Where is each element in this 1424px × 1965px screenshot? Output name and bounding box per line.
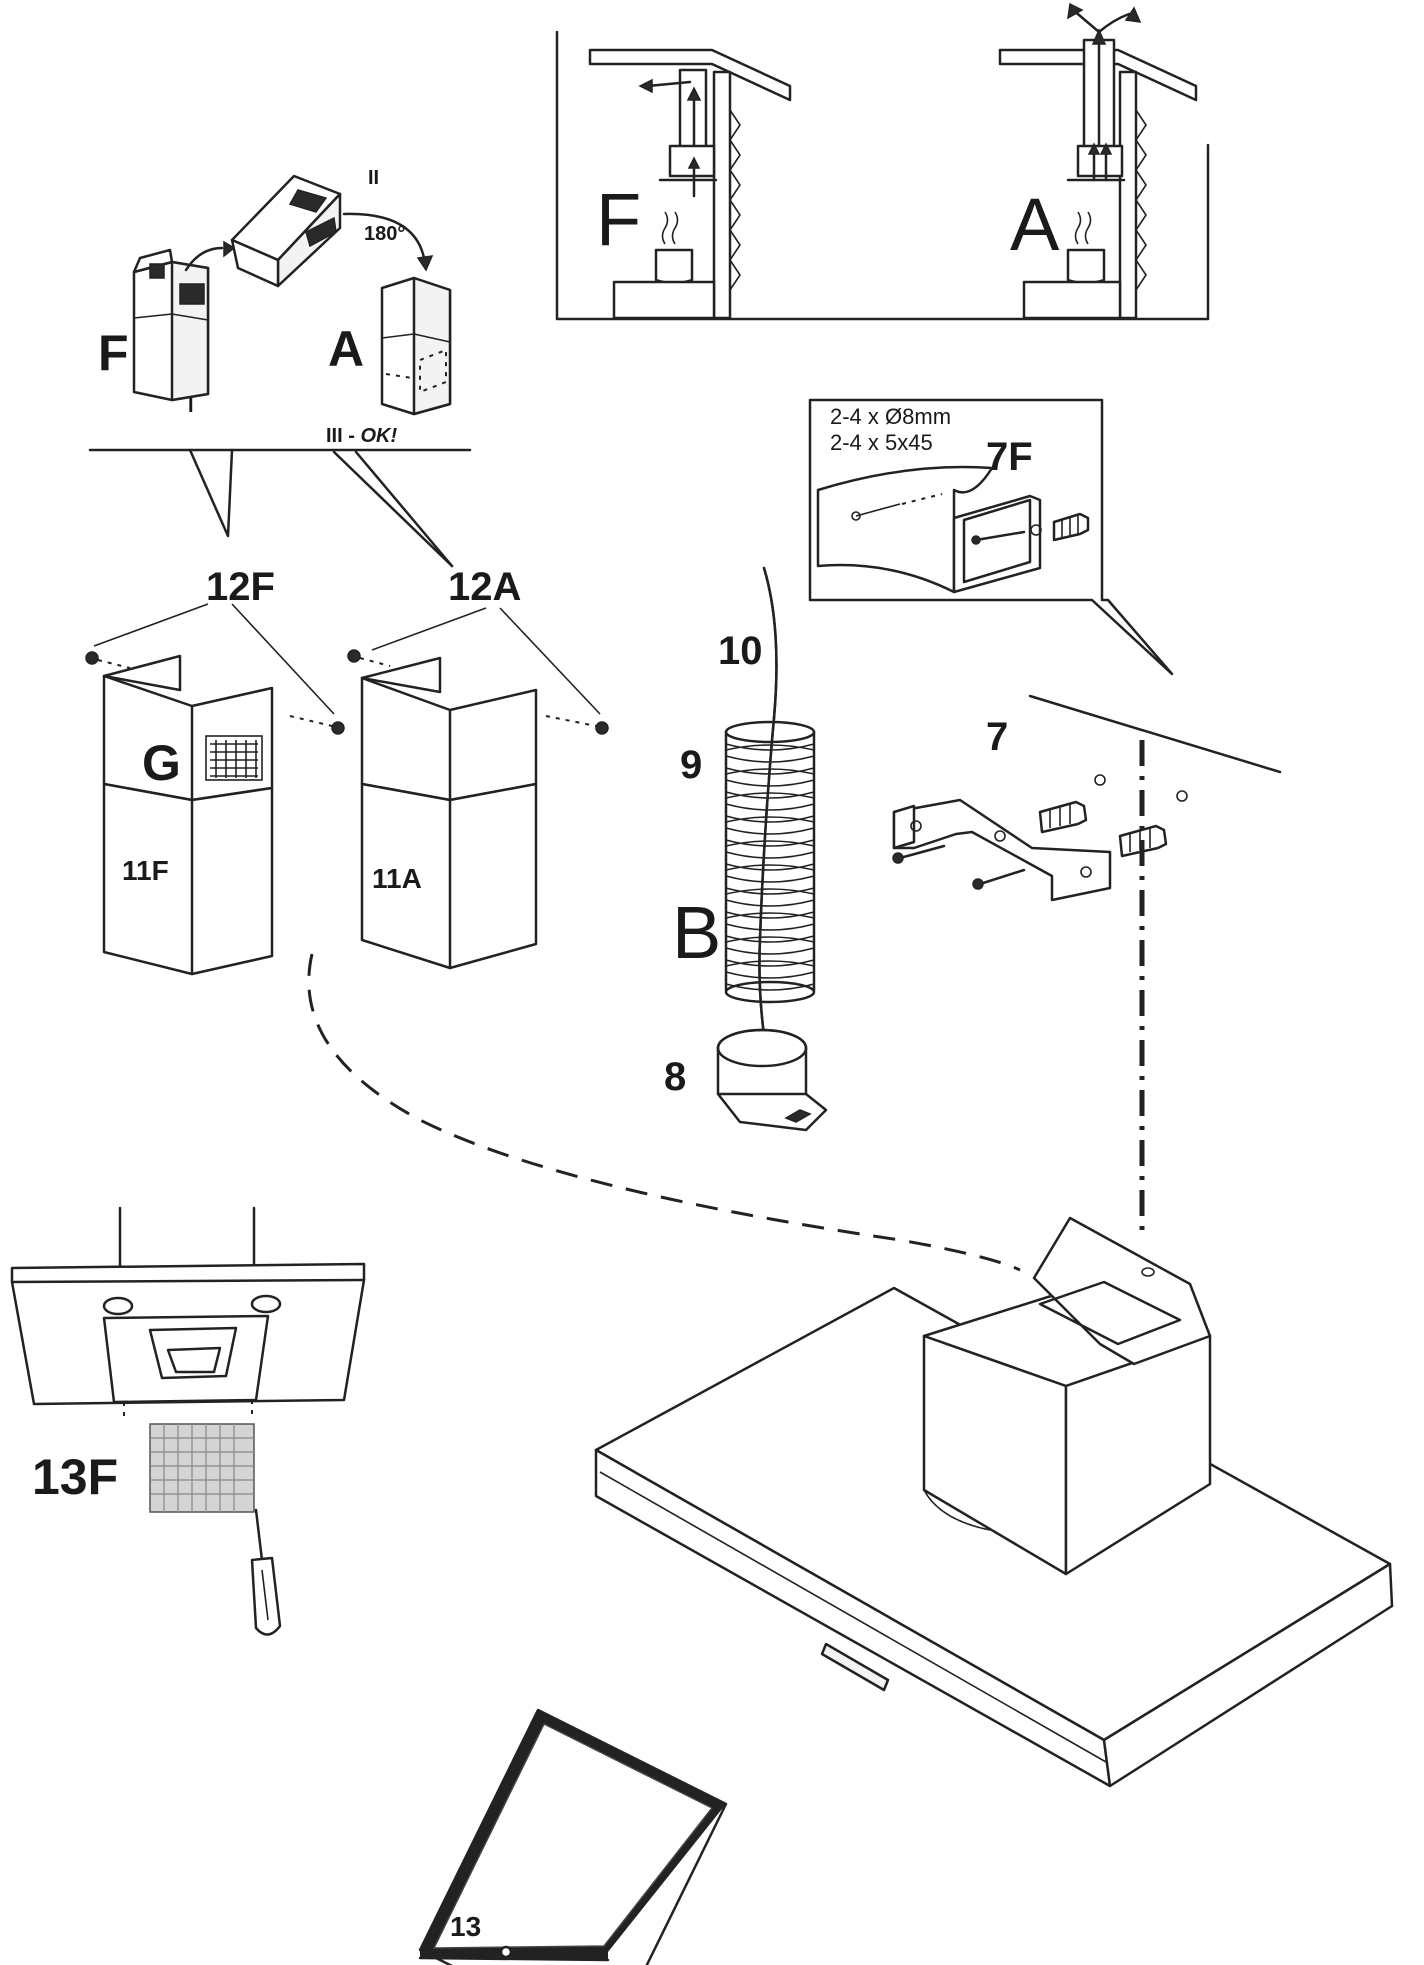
callout-line-2: 2-4 x 5x45 — [830, 430, 933, 455]
rotation-label: 180° — [364, 223, 405, 245]
motor-drawing — [716, 1028, 828, 1132]
grease-filter-13: 13 — [418, 1708, 728, 1965]
chimney-a-label: A — [328, 321, 364, 377]
part-11a-label: 11A — [372, 863, 422, 894]
filter-grid-drawing — [149, 1423, 255, 1513]
chimney-conversion: F I II 180° A III - OK! — [88, 167, 472, 568]
bracket-7f-drawing — [816, 465, 1090, 594]
part-13-label: 13 — [450, 1911, 481, 1942]
part-b-label: B — [672, 891, 721, 974]
step-3-label: III - OK! — [326, 425, 397, 447]
part-7f-label: 7F — [986, 435, 1033, 479]
carbon-filter-13f: 13F — [10, 1206, 366, 1636]
rotated-part-drawing — [230, 174, 342, 288]
chimney-cover-a: 12A 11A — [347, 565, 609, 970]
ventilation-modes-panel: F A — [555, 2, 1210, 321]
chimney-f-drawing — [132, 240, 236, 402]
chimney-a-drawing — [380, 276, 452, 416]
callout-line-1: 2-4 x Ø8mm — [830, 404, 951, 429]
part-8-label: 8 — [664, 1055, 686, 1099]
step-1-label: I — [188, 395, 194, 417]
extraction-scene — [998, 2, 1198, 320]
grille-vent-drawing — [205, 735, 263, 781]
part-g-label: G — [142, 735, 181, 791]
main-hood — [594, 1216, 1394, 1788]
chimney-cover-f: 12F G 11F — [85, 565, 345, 976]
part-12a-label: 12A — [448, 565, 521, 609]
control-panel-slot — [820, 1642, 890, 1692]
part-9-label: 9 — [680, 743, 702, 787]
screwdriver-icon — [250, 1508, 282, 1636]
recirculation-label: F — [596, 178, 641, 261]
part-10-label: 10 — [718, 629, 763, 673]
wall-bracket-7: 7 — [892, 694, 1282, 1240]
part-12f-label: 12F — [206, 565, 275, 609]
part-11f-label: 11F — [122, 855, 169, 886]
extraction-label: A — [1010, 183, 1060, 266]
chimney-f-label: F — [98, 325, 129, 381]
connection-dashed-line — [307, 953, 1021, 1272]
step-2-label: II — [368, 167, 379, 189]
part-13f-label: 13F — [32, 1449, 118, 1505]
recirculation-scene — [588, 48, 792, 320]
cable-hose-motor: 10 9 B 8 — [664, 566, 828, 1132]
flexible-hose-drawing — [724, 720, 816, 1004]
callout-7f: 2-4 x Ø8mm 2-4 x 5x45 7F — [808, 398, 1174, 676]
part-7-label: 7 — [986, 715, 1008, 759]
